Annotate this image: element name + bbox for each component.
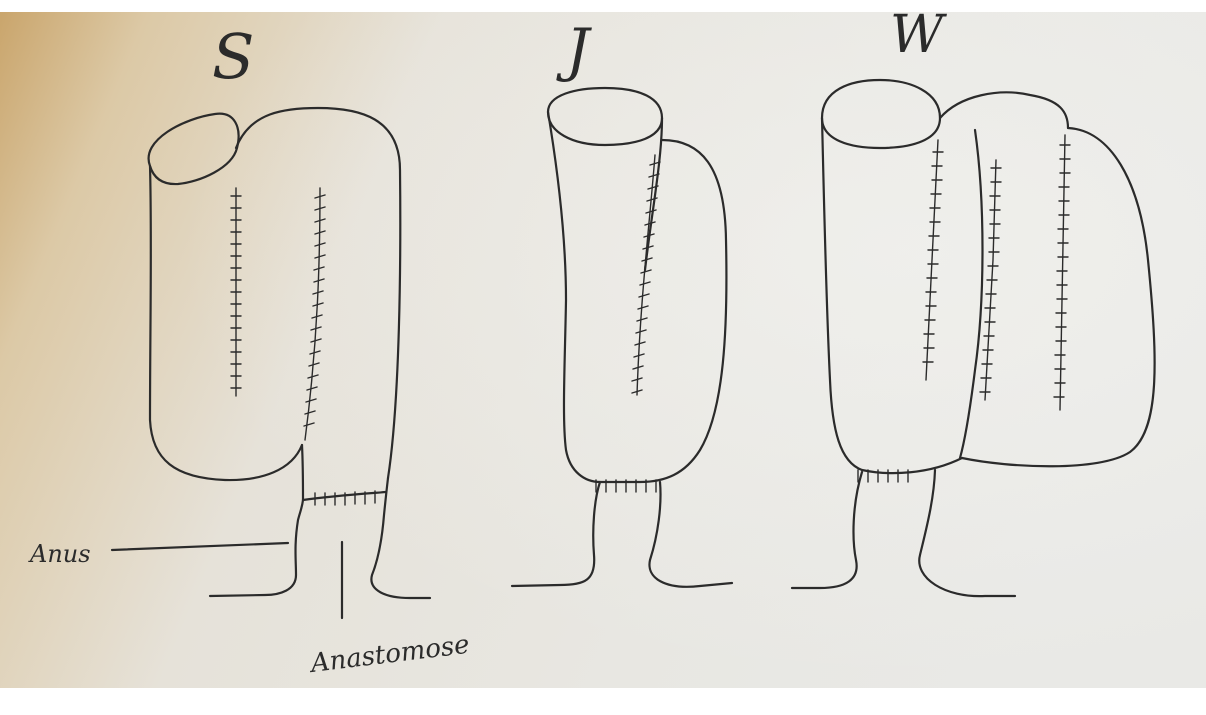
- top-border: [0, 0, 1206, 12]
- label-anus: Anus: [28, 540, 91, 568]
- title-w: W: [890, 5, 947, 65]
- bottom-border: [0, 688, 1206, 715]
- title-s: S: [212, 20, 254, 93]
- s-pouch-inner-line: [302, 445, 303, 500]
